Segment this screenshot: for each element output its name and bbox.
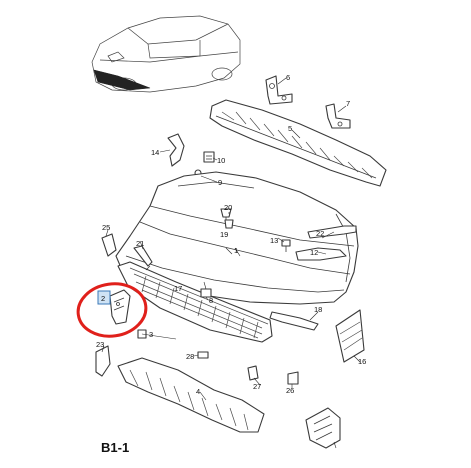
callout-28: 28: [186, 352, 194, 361]
callout-12: 12: [310, 248, 318, 257]
part-8-clip[interactable]: [200, 288, 212, 298]
sheet-label: B1-1: [101, 440, 130, 455]
callout-13: 13: [270, 236, 278, 245]
part-22-molding[interactable]: [307, 225, 357, 239]
callout-27: 27: [253, 382, 261, 391]
part-27-clip[interactable]: [247, 365, 259, 381]
callout-6: 6: [286, 73, 290, 82]
callout-4: 4: [196, 387, 200, 396]
callout-23: 23: [96, 340, 104, 349]
callout-9: 9: [218, 178, 222, 187]
part-18-strip[interactable]: [269, 311, 319, 331]
part-12-molding[interactable]: [295, 247, 347, 261]
callout-16: 16: [358, 357, 366, 366]
callout-21: 21: [136, 239, 144, 248]
callout-26: 26: [286, 386, 294, 395]
part-23-bracket[interactable]: [95, 345, 111, 377]
part-10-clip[interactable]: [203, 151, 215, 163]
part-19-clip[interactable]: [224, 219, 234, 229]
callout-numbers: 1 2 3 4 5 6 7 8 9 10 12 13 14 16 17 18 1…: [96, 73, 366, 396]
part-26-clip[interactable]: [287, 371, 299, 385]
part-1-bumper-cover[interactable]: [115, 171, 359, 305]
part-5-impact-absorber[interactable]: [209, 99, 387, 187]
callout-20: 20: [224, 203, 232, 212]
callout-2: 2: [101, 294, 105, 303]
part-25-bracket[interactable]: [101, 233, 117, 257]
leader-lines: [101, 77, 361, 449]
part-17-lower-grille[interactable]: [117, 261, 273, 343]
part-2-bracket[interactable]: [109, 289, 131, 325]
callout-17: 17: [174, 284, 182, 293]
callout-14: 14: [151, 148, 159, 157]
callout-8: 8: [209, 296, 213, 305]
callout-22: 22: [316, 229, 324, 238]
car-thumbnail: [91, 15, 241, 93]
part-4-undertray[interactable]: [117, 357, 265, 433]
callout-5: 5: [288, 124, 292, 133]
part-20-clip[interactable]: [220, 208, 232, 222]
callout-7: 7: [346, 99, 350, 108]
part-6-bracket[interactable]: [265, 75, 293, 105]
callout-25: 25: [102, 223, 110, 232]
part-24-trim[interactable]: [305, 407, 341, 449]
part-28-clip[interactable]: [197, 351, 209, 359]
part-16-insert[interactable]: [335, 309, 365, 363]
part-14-clip[interactable]: [167, 133, 185, 167]
part-21-strip[interactable]: [133, 245, 153, 267]
part-13-screw[interactable]: [281, 239, 291, 252]
callout-19: 19: [220, 230, 228, 239]
callout-3: 3: [149, 330, 153, 339]
part-7-bracket[interactable]: [325, 103, 351, 129]
callout-10: 10: [217, 156, 225, 165]
callout-1: 1: [234, 246, 238, 255]
callout-18: 18: [314, 305, 322, 314]
highlight-box-part-2: [97, 290, 111, 305]
highlight-ring: [76, 282, 148, 338]
